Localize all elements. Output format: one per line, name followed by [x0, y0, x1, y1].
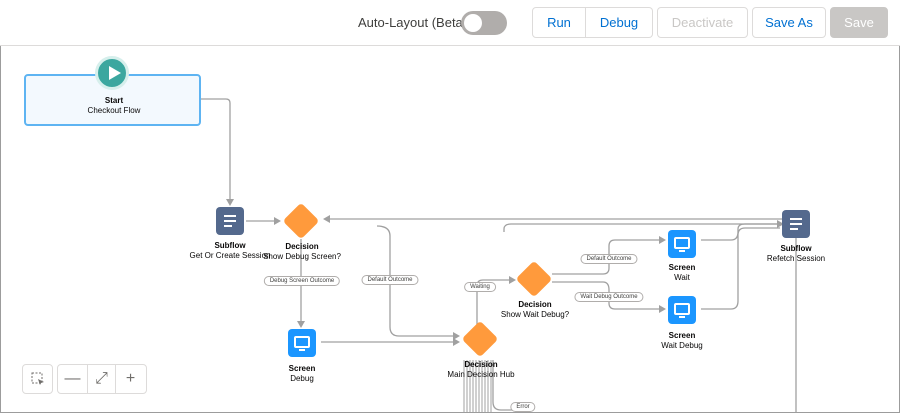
minus-icon[interactable]: — — [64, 370, 81, 387]
marquee-select-button[interactable] — [22, 364, 53, 394]
decision-wait-label: Decision Show Wait Debug? — [501, 300, 569, 320]
connector-label[interactable]: Debug Screen Outcome — [263, 276, 341, 286]
screen-wait-debug-type: Screen — [668, 331, 696, 340]
decision1-type: Decision — [285, 242, 319, 251]
screen-wait-debug-name: Wait Debug — [661, 341, 703, 350]
subflow2-type: Subflow — [780, 244, 812, 253]
plus-icon[interactable]: + — [125, 370, 136, 387]
decision-main-name: Main Decision Hub — [447, 370, 515, 379]
decision-wait-type: Decision — [518, 300, 552, 309]
auto-layout-label: Auto-Layout (Beta) — [358, 15, 468, 30]
deactivate-button[interactable]: Deactivate — [657, 7, 748, 38]
connector-label[interactable]: Default Outcome — [361, 275, 419, 285]
connector-label[interactable]: Default Outcome — [580, 254, 638, 264]
play-icon — [95, 56, 129, 90]
expand-icon[interactable]: ⤢ — [87, 365, 116, 393]
debug-button[interactable]: Debug — [586, 7, 653, 38]
decision1-label: Decision Show Debug Screen? — [263, 242, 341, 262]
screen-wait-type: Screen — [668, 263, 696, 272]
screen-icon[interactable] — [668, 296, 696, 324]
toolbar: Auto-Layout (Beta) Run Debug Deactivate … — [0, 0, 900, 46]
screen-wait-debug-label: Screen Wait Debug — [661, 331, 703, 351]
subflow1-label: Subflow Get Or Create Session — [190, 241, 271, 261]
subflow-icon[interactable] — [782, 210, 810, 238]
decision-wait-name: Show Wait Debug? — [500, 310, 570, 319]
run-button[interactable]: Run — [532, 7, 586, 38]
zoom-controls: — ⤢ + — [57, 364, 147, 394]
flow-canvas[interactable]: Start Checkout Flow Subflow Get Or Creat… — [1, 46, 899, 412]
decision-main-type: Decision — [464, 360, 498, 369]
save-as-button[interactable]: Save As — [752, 7, 826, 38]
screen-wait-name: Wait — [674, 273, 690, 282]
subflow2-label: Subflow Refetch Session — [767, 244, 825, 264]
screen-icon[interactable] — [288, 329, 316, 357]
screen-wait-label: Screen Wait — [669, 263, 696, 283]
decision-main-label: Decision Main Decision Hub — [447, 360, 514, 380]
decision1-name: Show Debug Screen? — [263, 252, 341, 261]
subflow2-name: Refetch Session — [766, 254, 826, 263]
screen-icon[interactable] — [668, 230, 696, 258]
start-name: Checkout Flow — [87, 106, 141, 115]
auto-layout-toggle[interactable] — [461, 11, 507, 35]
toggle-knob — [464, 14, 482, 32]
marquee-select-icon — [23, 365, 52, 393]
connector-label[interactable]: Waiting — [464, 282, 496, 292]
connector-label[interactable]: Error — [510, 402, 536, 412]
subflow1-type: Subflow — [214, 241, 246, 250]
screen-debug-name: Debug — [290, 374, 314, 383]
save-button[interactable]: Save — [830, 7, 888, 38]
subflow-icon[interactable] — [216, 207, 244, 235]
screen-debug-label: Screen Debug — [289, 364, 316, 384]
connector-lines — [200, 98, 797, 412]
connector-label[interactable]: Wait Debug Outcome — [574, 292, 644, 302]
start-node-label: Start Checkout Flow — [88, 96, 141, 116]
screen-debug-type: Screen — [288, 364, 316, 373]
subflow1-name: Get Or Create Session — [189, 251, 271, 260]
start-type: Start — [104, 96, 124, 105]
